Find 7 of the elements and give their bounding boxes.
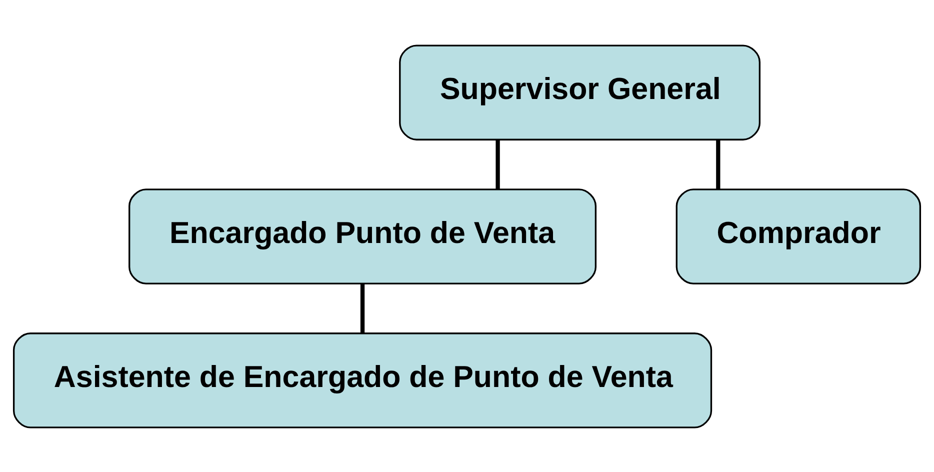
node-box: Supervisor General <box>399 44 760 140</box>
node-box: Comprador <box>676 188 922 284</box>
node-box: Asistente de Encargado de Punto de Venta <box>12 332 712 428</box>
node-box: Encargado Punto de Venta <box>128 188 597 284</box>
connector <box>496 139 500 189</box>
connector <box>360 283 365 333</box>
connector <box>716 139 720 189</box>
